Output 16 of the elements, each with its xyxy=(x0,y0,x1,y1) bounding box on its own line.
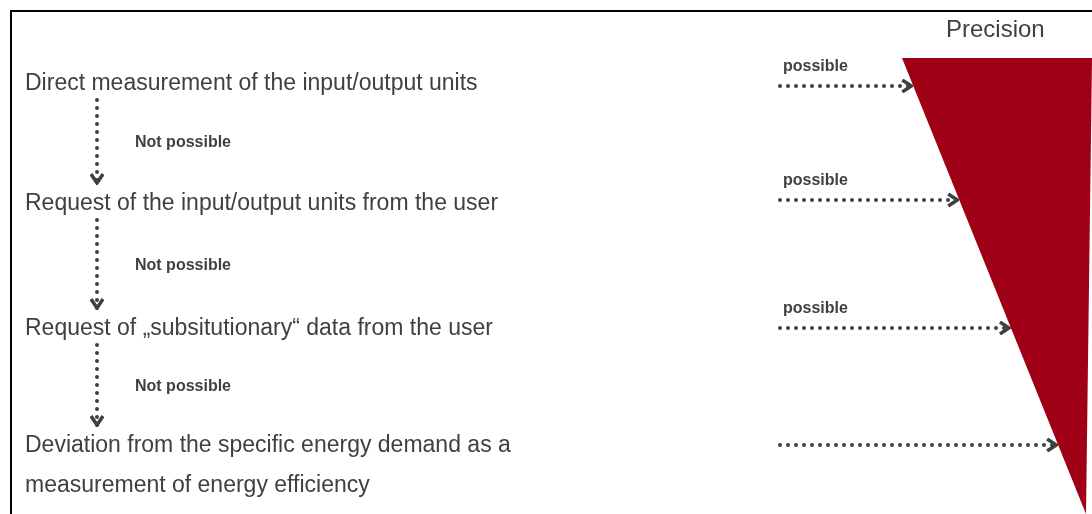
dotted-arrow xyxy=(778,192,961,208)
edge-label: possible xyxy=(783,298,848,318)
dotted-arrow xyxy=(89,343,105,428)
edge-label: possible xyxy=(783,56,848,76)
edge-label: possible xyxy=(783,170,848,190)
dotted-arrow xyxy=(89,218,105,311)
step-text: Request of the input/output units from the user xyxy=(25,182,705,218)
step-text: Deviation from the specific energy demand as a measurement of energy efficiency xyxy=(25,424,705,506)
edge-label: Not possible xyxy=(135,132,231,152)
dotted-arrow xyxy=(778,320,1012,336)
dotted-arrow xyxy=(89,98,105,186)
dotted-arrow xyxy=(778,78,915,94)
dotted-arrow xyxy=(778,437,1060,453)
step-text: Request of „subsitutionary“ data from the user xyxy=(25,307,705,343)
step-text: Direct measurement of the input/output units xyxy=(25,62,705,98)
heading-text: Precision xyxy=(946,14,1045,44)
